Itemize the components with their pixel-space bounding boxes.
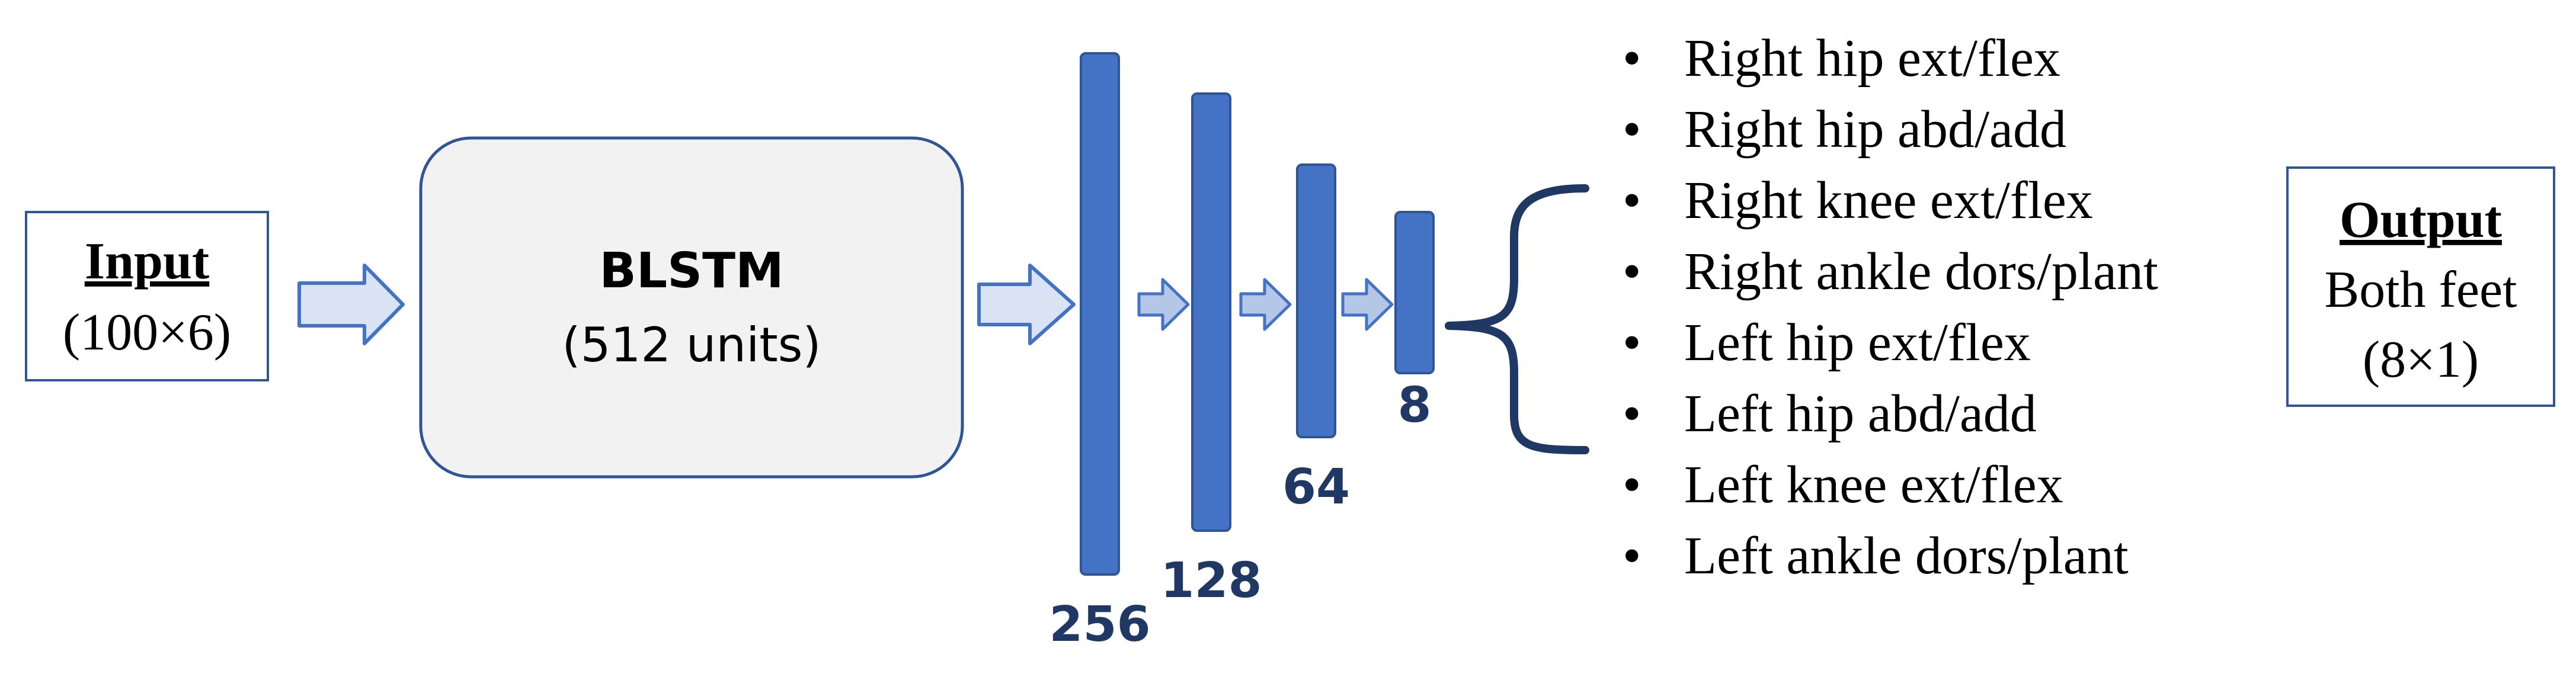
arrow-256-to-128: [1137, 278, 1190, 331]
list-bullet: •: [1623, 29, 1641, 88]
list-bullet: •: [1623, 313, 1641, 372]
dense-label-8: 8: [1397, 377, 1431, 434]
dense-label-128: 128: [1160, 553, 1262, 609]
list-item: Right hip abd/add: [1684, 100, 2066, 159]
blstm-box: BLSTM (512 units): [419, 136, 964, 479]
list-item: Left hip abd/add: [1684, 384, 2037, 443]
output-line-1: Both feet: [2324, 261, 2517, 319]
list-bullet: •: [1623, 527, 1641, 585]
dense-label-256: 256: [1049, 596, 1150, 653]
output-box: Output Both feet (8×1): [2286, 166, 2555, 407]
arrow-64-to-8: [1341, 278, 1394, 331]
dense-layer-128: [1191, 92, 1231, 532]
blstm-units: (512 units): [562, 317, 821, 373]
dense-layer-256: [1080, 52, 1120, 576]
list-item: Right ankle dors/plant: [1684, 242, 2158, 301]
list-item: Left hip ext/flex: [1684, 313, 2031, 372]
output-title: Output: [2340, 191, 2502, 249]
input-shape: (100×6): [63, 304, 231, 361]
list-item: Left knee ext/flex: [1684, 455, 2063, 514]
arrow-blstm-to-dense: [977, 264, 1076, 345]
list-bullet: •: [1623, 455, 1641, 514]
list-item: Right hip ext/flex: [1684, 29, 2060, 88]
list-bullet: •: [1623, 384, 1641, 443]
output-list: • Right hip ext/flex • Right hip abd/add…: [1623, 29, 2158, 585]
blstm-box-border: [419, 136, 964, 479]
dense-layer-8: [1394, 211, 1435, 374]
list-item: Left ankle dors/plant: [1684, 527, 2129, 585]
list-bullet: •: [1623, 242, 1641, 301]
input-box: Input (100×6): [25, 211, 269, 381]
output-box-border: [2286, 166, 2555, 407]
input-title: Input: [85, 233, 209, 290]
list-bullet: •: [1623, 171, 1641, 230]
arrow-128-to-64: [1239, 278, 1292, 331]
dense-layer-64: [1296, 163, 1336, 438]
dense-label-64: 64: [1282, 459, 1350, 515]
output-line-2: (8×1): [2363, 331, 2479, 389]
list-item: Right knee ext/flex: [1684, 171, 2093, 230]
blstm-title: BLSTM: [599, 243, 783, 299]
arrow-input-to-blstm: [297, 264, 405, 345]
list-bullet: •: [1623, 100, 1641, 159]
curly-brace: [1445, 184, 1589, 454]
input-box-border: [25, 211, 269, 381]
